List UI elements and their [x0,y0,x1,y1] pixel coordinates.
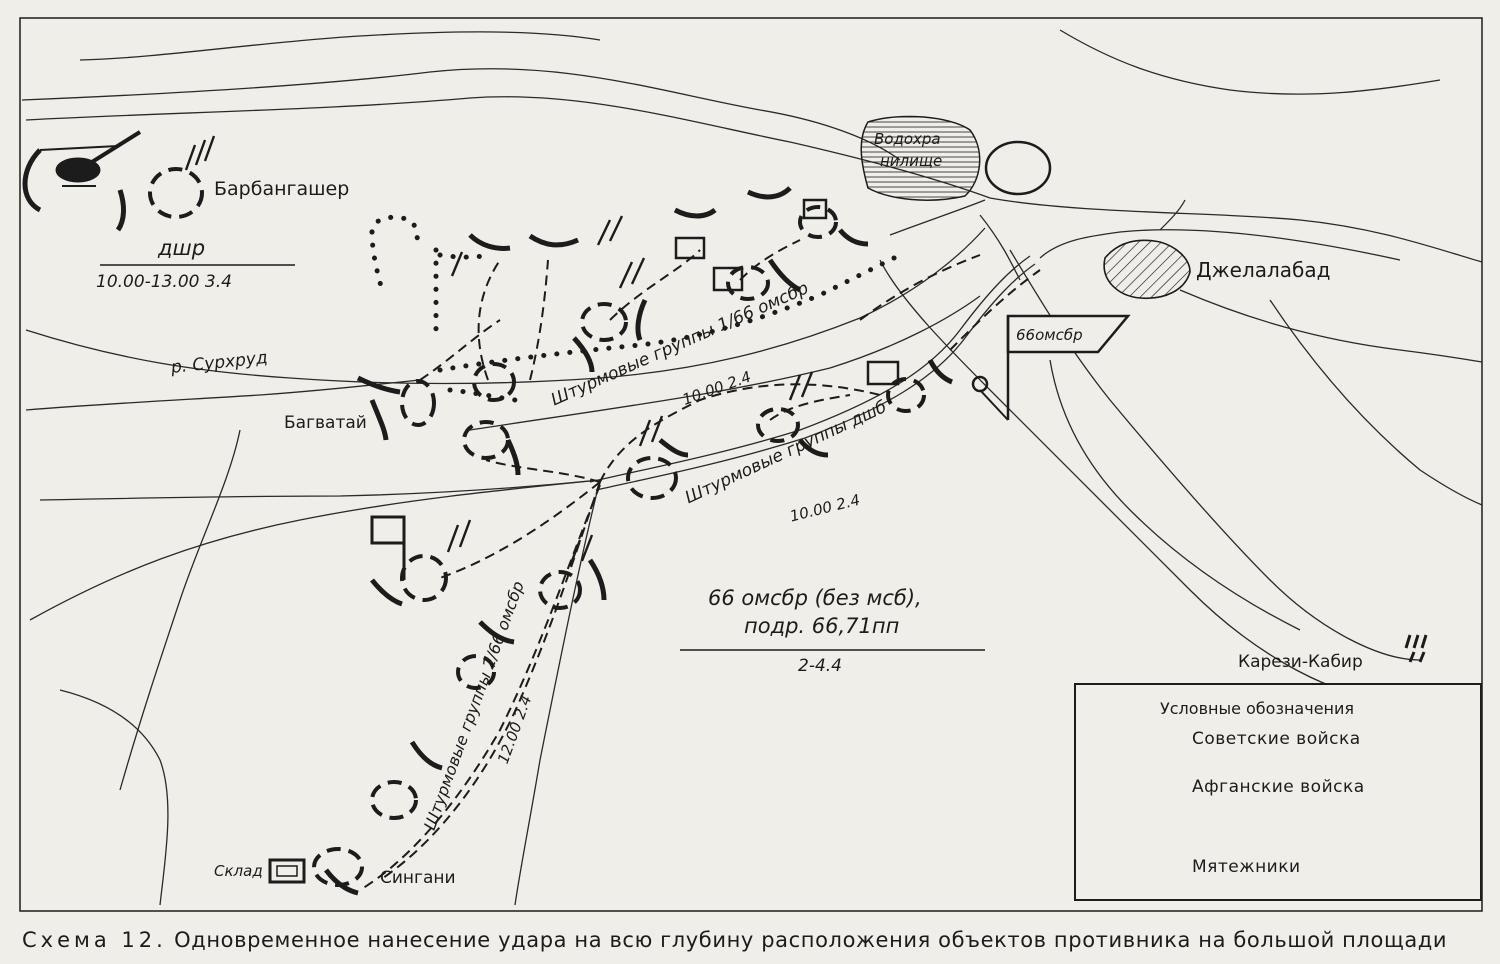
label-reservoir-2: нилище [880,152,943,170]
legend-soviet-label: Советские войска [1192,729,1361,749]
rebel-north [798,205,838,239]
air-strike-arrows [184,135,814,567]
label-singani: Сингани [380,868,456,888]
label-karezi-kabir: Карези-Кабир [1238,652,1363,672]
figure-caption: Схема 12. Одновременное нанесение удара … [22,928,1447,952]
jalalabad-city [1103,239,1191,300]
karezi-kabir-marks [1404,634,1428,663]
rebel-bagvatai [400,379,436,427]
label-jalalabad: Джелалабад [1196,258,1331,282]
rebel-center [626,456,678,500]
river-south-bank [469,295,981,431]
creek-sw2 [59,689,169,906]
label-barbangasher: Барбангашер [214,178,350,200]
valley-east [1009,249,1421,661]
label-main-date: 2-4.4 [798,656,842,676]
rebel-river-b [580,302,628,342]
creek-se [879,259,1381,701]
rebel-south-a [538,570,582,610]
rebel-east-a [756,407,800,443]
road-s [514,479,601,906]
rebel-river-a [472,362,516,402]
rebel-river-c [726,265,770,301]
road-sw [29,479,601,621]
creek-sw [119,429,241,791]
hq-flag-66omsbr [971,314,1131,421]
legend-afghan-label: Афганские войска [1192,777,1365,797]
soviet-units [22,148,954,896]
reservoir [860,115,981,201]
legend-title: Условные обозначения [1160,699,1355,718]
ridge-top [79,31,601,61]
creek-e [1269,299,1483,506]
road-w [39,479,601,501]
map-frame [19,17,1483,912]
soviet-routes [359,239,1041,891]
legend-rebels-label: Мятежники [1192,857,1301,877]
heli-arc [22,148,42,213]
rebel-south-c [370,780,418,820]
rebel-barbangasher [148,167,204,219]
canal2 [979,214,1021,281]
label-main-2: подр. 66,71пп [744,614,900,638]
caption-text: Одновременное нанесение удара на всю глу… [174,928,1448,952]
legend-box: Условные обозначения Советские войска Аф… [1074,683,1482,901]
road-main-a [589,255,1031,483]
label-dshr: дшр [158,236,206,260]
canal [889,199,986,236]
command-posts [674,198,900,386]
helicopter-icon [39,130,142,187]
label-warehouse: Склад [214,862,263,880]
road-main-b [595,263,1036,491]
terrain-lines [21,29,1483,906]
warehouse-icon [268,858,306,884]
road-east [1039,229,1401,261]
caption-prefix: Схема 12. [22,928,167,952]
road-east2 [1179,289,1483,363]
label-reservoir-1: Водохра [874,130,941,148]
river-west [25,379,421,411]
label-bagvatai: Багватай [284,413,367,433]
rebel-flag-sw [400,554,448,602]
label-main-1: 66 омсбр (без мсб), [708,586,922,610]
valley-east2 [1049,359,1301,631]
road-jal-n [1159,199,1186,231]
rebel-east-b [886,377,926,413]
rebel-south-b [456,654,496,690]
road-north [25,96,1483,263]
label-hq-flag: 66омсбр [1016,326,1083,344]
reservoir-post [984,140,1052,196]
label-dshr-time: 10.00-13.00 3.4 [96,272,232,292]
afghan-routes [369,214,903,403]
rebel-positions [148,140,1052,887]
river-north-bank [25,227,986,385]
flag-sw [370,515,406,580]
ridge-north [21,68,901,161]
ridge-ne [1059,29,1441,95]
